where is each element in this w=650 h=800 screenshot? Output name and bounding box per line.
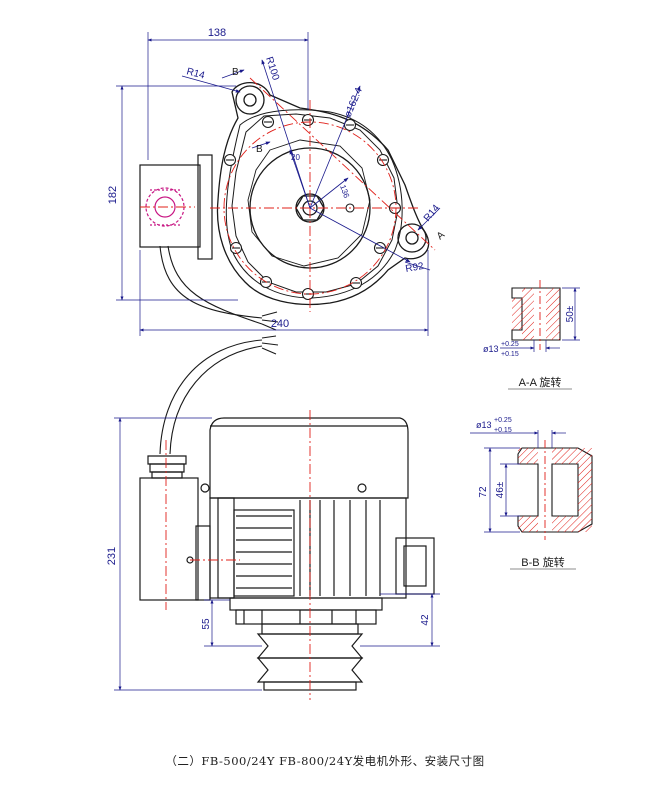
- dim-dia162: ø162.4: [343, 86, 365, 119]
- cable-top: [159, 245, 279, 331]
- bb-tol-upper: +0.25: [494, 417, 512, 424]
- section-mark-b-mid: B: [256, 144, 263, 155]
- cable-side: [159, 335, 279, 455]
- bb-label: B-B 旋转: [521, 555, 564, 569]
- center-lines-side: [165, 410, 311, 700]
- dim-r92: R92: [405, 261, 425, 275]
- dim-138: 138: [208, 27, 226, 39]
- dim-r14-right: R14: [422, 202, 443, 223]
- dim-231: 231: [106, 547, 118, 565]
- section-mark-a: A: [435, 229, 447, 242]
- bb-dim-dia: ø13: [476, 420, 492, 430]
- terminal-box: [139, 154, 213, 260]
- main-housing: [216, 81, 430, 306]
- bb-dim-72: 72: [478, 486, 489, 498]
- side-view: 231 55 42: [106, 335, 440, 700]
- radius-lines: [181, 59, 441, 271]
- dim-182: 182: [107, 186, 119, 204]
- extension-lines-side: [114, 417, 440, 691]
- dim-42: 42: [420, 614, 431, 626]
- dim-20: 20: [291, 153, 300, 162]
- section-markers: B B A: [232, 67, 447, 242]
- side-body: [139, 417, 435, 691]
- bb-tol-lower: +0.15: [494, 427, 512, 434]
- section-mark-b-top: B: [232, 67, 239, 78]
- dim-r100: R100: [263, 56, 281, 83]
- dim-r14-top: R14: [185, 66, 206, 81]
- dim-136: 136: [338, 184, 351, 200]
- aa-dim-height: 50±: [565, 305, 576, 322]
- section-aa: 50± ø13 +0.25 +0.15 A-A 旋转: [483, 280, 580, 390]
- top-view: 138 R14 R100 ø162.4 182 20 136 R14 R92 2…: [107, 27, 447, 336]
- aa-label: A-A 旋转: [519, 375, 562, 389]
- aa-tol-lower: +0.15: [501, 351, 519, 358]
- extension-lines-top: [116, 32, 429, 336]
- aa-dim-dia: ø13: [483, 344, 499, 354]
- bolt-heads: [223, 113, 402, 301]
- dim-240: 240: [271, 318, 289, 330]
- figure-caption: （二）FB-500/24Y FB-800/24Y发电机外形、安装尺寸图: [165, 754, 485, 768]
- section-bb: ø13 +0.25 +0.15 72 46± B-B 旋转: [470, 417, 593, 570]
- aa-tol-upper: +0.25: [501, 341, 519, 348]
- center-lines-top: [140, 77, 436, 312]
- bb-dim-46: 46±: [495, 481, 506, 498]
- dim-55: 55: [201, 618, 212, 630]
